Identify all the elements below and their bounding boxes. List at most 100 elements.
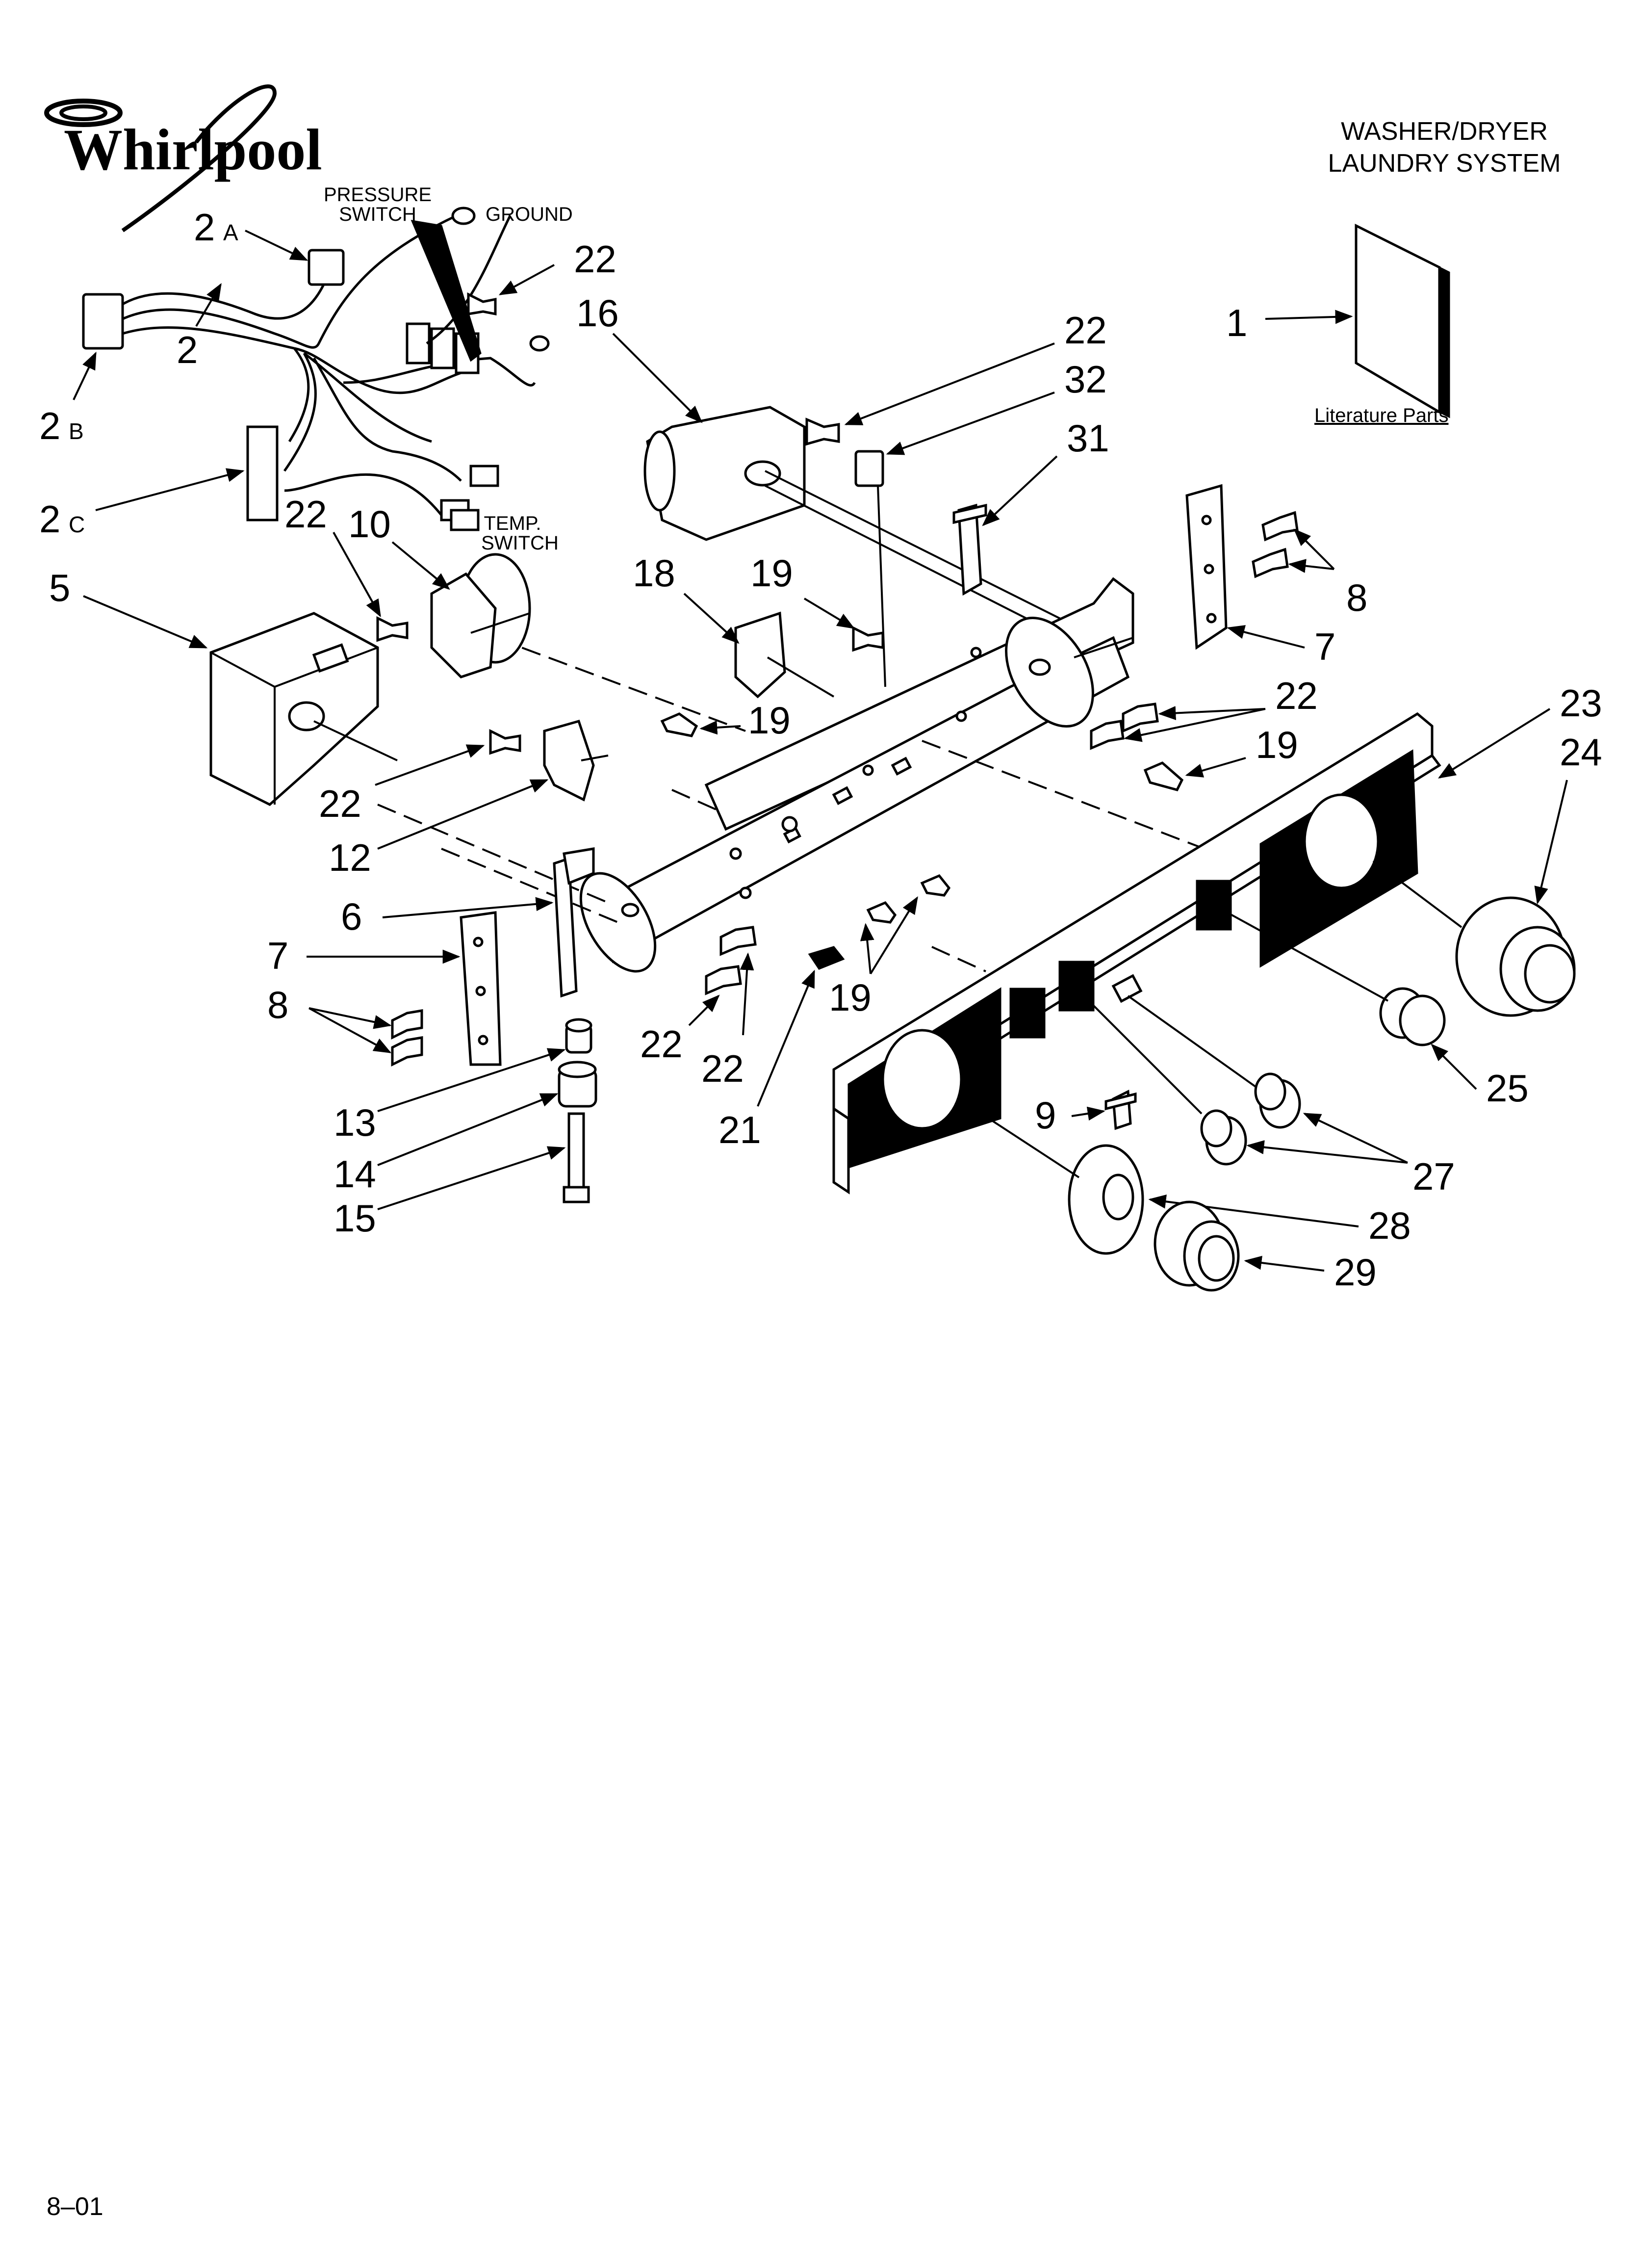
callout-32: 32: [1064, 358, 1107, 401]
callout-7-left: 7: [267, 934, 288, 977]
pressure-switch-label-1: PRESSURE: [324, 184, 432, 206]
chassis-right-end: [1005, 617, 1094, 728]
callout-19-mid: 19: [748, 699, 791, 742]
ground-label: GROUND: [486, 204, 573, 225]
literature-booklet-edge: [1438, 266, 1450, 418]
callout-2c-sub: C: [69, 512, 85, 537]
callout-22-bottom-a: 22: [640, 1022, 683, 1066]
callout-21: 21: [718, 1108, 761, 1151]
screws-22-right: [1090, 703, 1159, 750]
logo-swirl-outer: [44, 99, 123, 127]
panel-right-knob-hole: [1303, 793, 1380, 889]
pressure-terminal-2: [430, 327, 455, 369]
panel-clip: [1111, 974, 1143, 1003]
panel-window-1: [1196, 880, 1232, 931]
callout-19-top: 19: [750, 551, 793, 595]
temp-switch-label-2: SWITCH: [481, 532, 559, 554]
chassis-right-hole: [1028, 658, 1051, 676]
ground-ring: [529, 335, 550, 352]
console-panel: [832, 712, 1441, 1195]
callout-27: 27: [1412, 1155, 1455, 1198]
callout-22-wire: 22: [574, 237, 616, 281]
callout-9: 9: [1035, 1094, 1056, 1137]
switch-12: [543, 719, 609, 802]
title-line-1: WASHER/DRYER: [1341, 117, 1548, 146]
callout-22-left-mid: 22: [319, 782, 361, 825]
bezel-28: [1068, 1144, 1144, 1255]
bracket-31: [952, 503, 987, 596]
screws-8-right: [1252, 511, 1299, 578]
literature-parts: 1 Literature Parts: [1226, 223, 1450, 426]
brand-name: Whirlpool: [64, 117, 322, 182]
callout-2: 2: [177, 328, 198, 371]
connector-temp-3: [450, 509, 480, 531]
callout-13: 13: [334, 1101, 376, 1144]
lenses-27: [1200, 1072, 1301, 1166]
callout-22-center: 22: [1064, 309, 1107, 352]
callout-29: 29: [1334, 1251, 1377, 1294]
screws-19-bottom: [866, 874, 951, 924]
clip-21: [808, 946, 845, 970]
callout-1: 1: [1226, 301, 1247, 344]
bolt-15: [563, 1112, 590, 1203]
callout-10: 10: [348, 502, 391, 546]
literature-booklet: [1355, 223, 1441, 415]
screws-22-bottom: [705, 926, 757, 995]
callout-5: 5: [49, 566, 70, 609]
panel-window-2: [1058, 961, 1095, 1012]
chassis-left-hole: [621, 903, 640, 917]
callout-2a: 2: [194, 206, 215, 249]
console-chassis: [579, 577, 1134, 973]
callout-28: 28: [1368, 1204, 1411, 1247]
callout-22-right: 22: [1275, 674, 1318, 717]
bracket-7-left: [460, 911, 502, 1066]
callout-8-right: 8: [1346, 576, 1367, 619]
logo-swoosh: [121, 84, 277, 233]
knob-24: [1455, 896, 1576, 1017]
page-code: 8–01: [47, 2192, 103, 2221]
literature-parts-label: Literature Parts: [1314, 405, 1448, 426]
timer-16: [643, 406, 1084, 649]
callout-24: 24: [1560, 730, 1602, 774]
callout-15: 15: [334, 1197, 376, 1240]
callout-2b-sub: B: [69, 418, 84, 444]
panel-window-3: [1009, 988, 1046, 1039]
screws-8-left: [391, 1009, 423, 1067]
chassis-left-end: [579, 872, 657, 973]
callout-12: 12: [329, 836, 371, 879]
logo-swirl-inner: [59, 104, 107, 121]
screw-22-left-top: [376, 616, 409, 642]
knob-29: [1154, 1200, 1240, 1292]
pressure-terminal-1: [406, 322, 431, 365]
whirlpool-logo: Whirlpool: [44, 84, 322, 233]
callout-22-bottom-b: 22: [701, 1047, 744, 1090]
screw-9: [1104, 1090, 1137, 1130]
callout-19-bottom: 19: [829, 976, 872, 1019]
callout-6: 6: [341, 895, 362, 938]
wire-harness: [82, 207, 550, 531]
callout-2a-sub: A: [223, 220, 238, 245]
callout-25: 25: [1486, 1067, 1529, 1110]
screw-19-mid: [660, 712, 698, 737]
callout-2c: 2: [39, 497, 60, 541]
connector-2b: [82, 293, 124, 350]
callout-14: 14: [334, 1152, 376, 1196]
panel-left-knob-hole: [881, 1029, 963, 1130]
callout-7-right: 7: [1314, 625, 1335, 668]
switch-18: [734, 611, 835, 699]
knob-25: [1379, 987, 1446, 1046]
callout-22-left-top: 22: [284, 493, 327, 536]
temp-switch-label-1: TEMP.: [484, 513, 541, 534]
foot-13: [565, 1018, 592, 1054]
callout-8-left: 8: [267, 983, 288, 1026]
callout-16: 16: [576, 291, 619, 335]
title-line-2: LAUNDRY SYSTEM: [1328, 149, 1561, 178]
screw-22-center: [805, 417, 840, 446]
screw-19-right: [1143, 761, 1184, 791]
pressure-switch-pointer: [410, 220, 482, 362]
callout-31: 31: [1067, 417, 1109, 460]
panel-left-end: [832, 1106, 850, 1195]
callout-2b: 2: [39, 404, 60, 447]
connector-2c: [246, 425, 279, 521]
